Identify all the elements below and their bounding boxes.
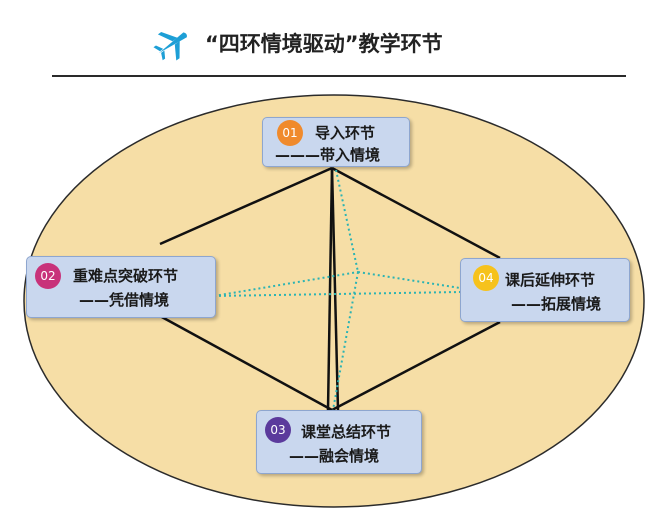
node-subtitle: ——凭借情境 (79, 291, 170, 309)
dotted-center-04 (357, 271, 461, 289)
node-title: 重难点突破环节 (73, 267, 179, 285)
line-01-03-a (326, 167, 334, 411)
node-import: 01 导入环节 ———带入情境 (262, 117, 410, 167)
page-title: “四环情境驱动”教学环节 (205, 32, 443, 56)
airplane-icon (153, 32, 187, 61)
line-01-02 (159, 166, 333, 246)
node-title: 导入环节 (315, 124, 376, 142)
header-divider (52, 75, 626, 77)
dotted-02-center (213, 271, 359, 297)
line-01-04 (331, 166, 501, 260)
line-01-03-b (330, 167, 340, 411)
badge-04: 04 (473, 265, 499, 291)
node-subtitle: ——融会情境 (289, 447, 380, 465)
badge-02: 02 (35, 263, 61, 289)
node-subtitle: ——拓展情境 (511, 295, 602, 313)
badge-03: 03 (265, 417, 291, 443)
line-02-03 (159, 314, 333, 412)
dotted-01-center (335, 169, 359, 273)
background-ellipse (23, 94, 645, 508)
node-title: 课后延伸环节 (505, 271, 596, 289)
node-title: 课堂总结环节 (301, 423, 392, 441)
node-extension: 04 课后延伸环节 ——拓展情境 (460, 258, 630, 322)
dotted-02-04 (213, 291, 461, 297)
line-04-03 (331, 320, 501, 412)
node-subtitle: ———带入情境 (275, 146, 381, 164)
dotted-center-03 (332, 271, 359, 411)
badge-01: 01 (277, 120, 303, 146)
node-summary: 03 课堂总结环节 ——融会情境 (256, 410, 422, 474)
node-breakthrough: 02 重难点突破环节 ——凭借情境 (26, 256, 216, 318)
